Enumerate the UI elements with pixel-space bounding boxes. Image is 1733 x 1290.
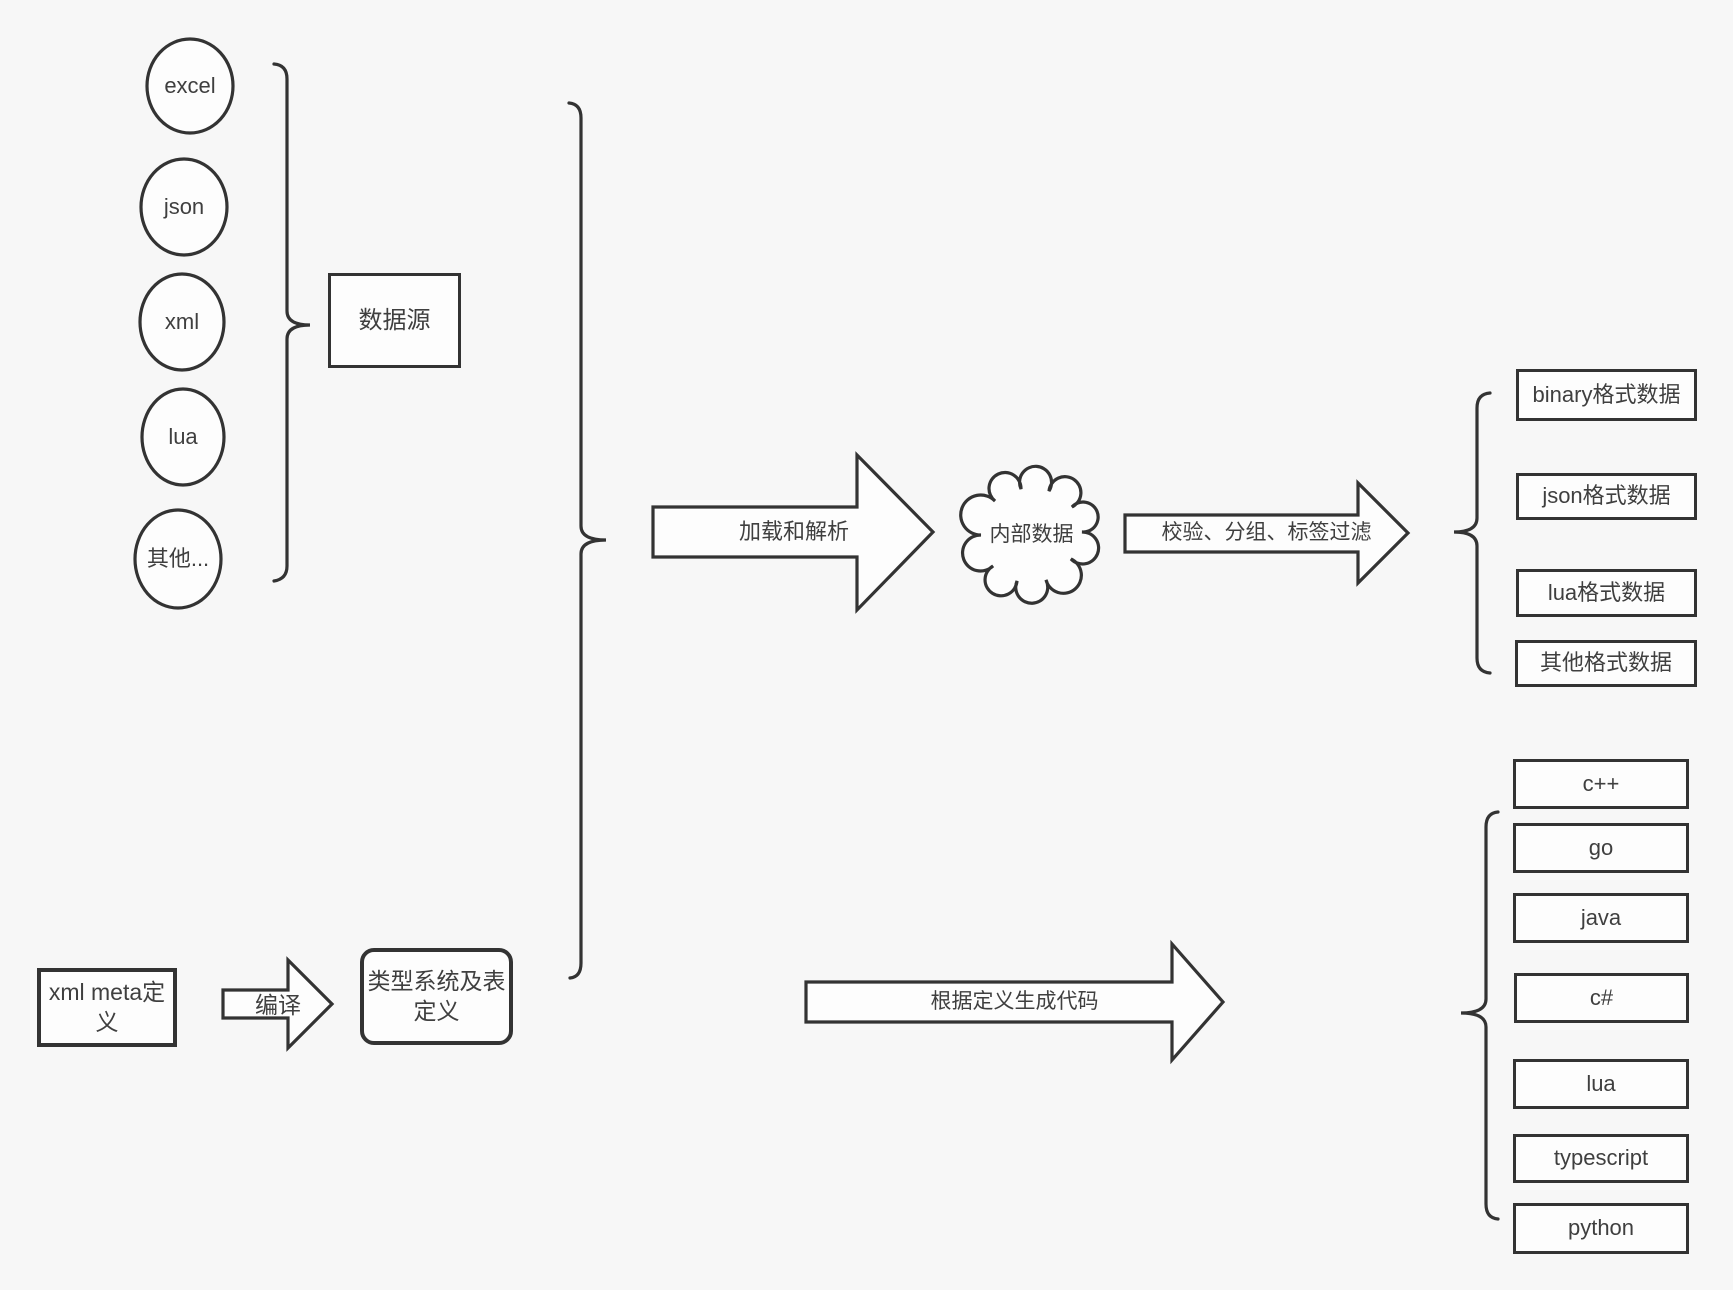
input-group-brace <box>567 101 607 980</box>
internal-data-label: 内部数据 <box>989 523 1074 547</box>
source-label-lua: lua <box>168 424 198 450</box>
type-system-box: 类型系统及表定义 <box>360 948 513 1045</box>
load-parse-arrow <box>651 451 936 614</box>
language-box-python: python <box>1513 1203 1689 1254</box>
format-box-other: 其他格式数据 <box>1515 640 1697 687</box>
source-label-xml: xml <box>164 309 200 335</box>
internal-data-cloud <box>959 464 1101 605</box>
language-box-lua: lua <box>1513 1059 1689 1109</box>
generate-code-arrow-label: 根据定义生成代码 <box>930 989 1099 1013</box>
source-label-other: 其他... <box>146 546 210 572</box>
format-box-binary: binary格式数据 <box>1516 369 1697 421</box>
language-box-typescript: typescript <box>1513 1134 1689 1183</box>
format-box-lua: lua格式数据 <box>1516 569 1697 617</box>
source-label-excel: excel <box>164 73 216 99</box>
source-ellipse-other <box>133 508 223 610</box>
load-parse-arrow-label: 加载和解析 <box>738 519 849 545</box>
source-label-json: json <box>163 194 205 220</box>
format-box-json: json格式数据 <box>1516 473 1697 520</box>
language-box-cpp: c++ <box>1513 759 1689 809</box>
sources-brace <box>272 62 311 583</box>
source-ellipse-excel <box>145 37 235 135</box>
source-ellipse-lua <box>140 387 226 487</box>
formats-brace <box>1453 391 1492 675</box>
language-box-go: go <box>1513 823 1689 873</box>
xml-meta-box: xml meta定义 <box>37 968 177 1047</box>
source-ellipse-xml <box>138 272 226 372</box>
compile-arrow <box>221 956 335 1052</box>
language-box-java: java <box>1513 893 1689 943</box>
compile-arrow-label: 编译 <box>255 991 301 1018</box>
generate-code-arrow <box>804 939 1226 1065</box>
filter-arrow-label: 校验、分组、标签过滤 <box>1161 521 1372 545</box>
data-source-box: 数据源 <box>328 273 461 368</box>
languages-brace <box>1460 810 1500 1221</box>
source-ellipse-json <box>139 157 229 257</box>
language-box-csharp: c# <box>1514 973 1689 1023</box>
filter-arrow <box>1123 479 1411 587</box>
